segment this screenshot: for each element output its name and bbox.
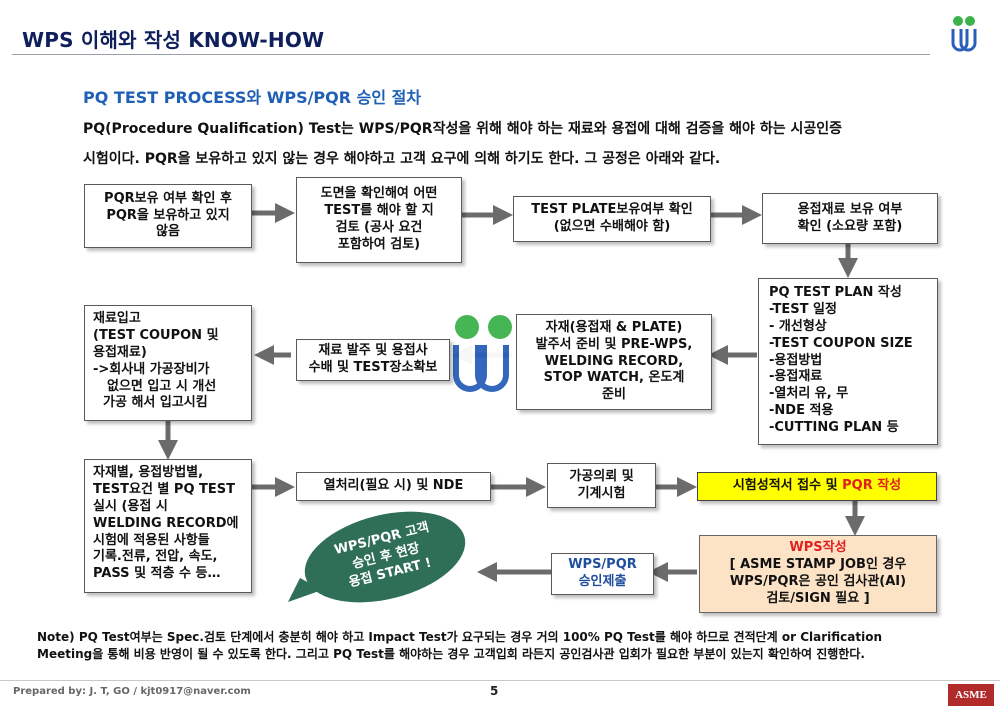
step-material-order-prep: 자재(용접재 & PLATE)발주서 준비 및 PRE-WPS,WELDING … bbox=[516, 314, 712, 410]
watermark-logo-icon bbox=[446, 307, 524, 407]
start-ellipse bbox=[304, 511, 466, 603]
step-test-plate-check: TEST PLATE보유여부 확인(없으면 수배해야 함) bbox=[513, 196, 711, 242]
section-subtitle: PQ TEST PROCESS와 WPS/PQR 승인 절차 bbox=[83, 88, 422, 107]
page-number: 5 bbox=[490, 684, 499, 698]
step-heat-treatment-nde: 열처리(필요 시) 및 NDE bbox=[296, 472, 491, 501]
note-text: Note) PQ Test여부는 Spec.검토 단계에서 충분히 해야 하고 … bbox=[37, 630, 882, 662]
company-logo-icon bbox=[951, 16, 977, 52]
asme-logo-icon: ASME bbox=[948, 684, 994, 706]
prepared-by: Prepared by: J. T, GO / kjt0917@naver.co… bbox=[13, 686, 251, 697]
footer-divider bbox=[0, 680, 1000, 681]
intro-line-2: 시험이다. PQR을 보유하고 있지 않는 경우 해야하고 고객 요구에 의해 … bbox=[83, 151, 721, 167]
start-ellipse-tail bbox=[288, 578, 322, 602]
page-title: WPS 이해와 작성 KNOW-HOW bbox=[22, 28, 325, 52]
header-divider bbox=[12, 54, 930, 55]
step-report-pqr: 시험성적서 접수 및 PQR 작성 bbox=[697, 472, 937, 501]
intro-line-1: PQ(Procedure Qualification) Test는 WPS/PQ… bbox=[83, 121, 842, 137]
step-pq-test-plan: PQ TEST PLAN 작성-TEST 일정 - 개선형상 -TEST COU… bbox=[758, 278, 938, 445]
